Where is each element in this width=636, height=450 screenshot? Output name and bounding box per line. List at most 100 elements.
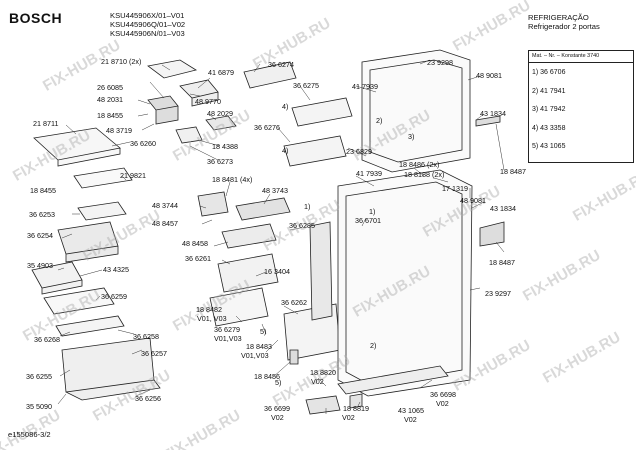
callout-number: 1)	[304, 202, 311, 211]
glass-bottom-drawing	[43, 287, 115, 315]
drawer-small-drawing	[57, 221, 119, 263]
category-subtitle: Refrigerador 2 portas	[528, 22, 600, 31]
part-label: 18 8455	[97, 111, 123, 120]
callout-number: 2)	[376, 116, 383, 125]
part-label: 41 7939	[356, 169, 382, 178]
part-label: 36 6276	[254, 123, 280, 132]
legend-row: 4) 43 3358	[532, 124, 566, 132]
part-label: 18 8483	[246, 342, 272, 351]
legend-row: 2) 41 7941	[532, 87, 566, 95]
callout-number: 3)	[408, 132, 415, 141]
part-label: 36 6275	[293, 81, 319, 90]
upper-door-handle-drawing	[475, 115, 501, 127]
shelf-3-drawing	[77, 201, 127, 221]
small-box-drawing	[175, 126, 203, 144]
egg-holder-drawing	[205, 115, 237, 131]
callout-number: 5)	[260, 327, 267, 336]
part-label: 48 3719	[106, 126, 132, 135]
part-label: 23 9297	[485, 289, 511, 298]
part-label: 18 8482	[196, 305, 222, 314]
part-label: 18 8486 (2x)	[399, 160, 440, 169]
glass-shelf-left-drawing	[33, 127, 121, 167]
bottle-shelf-drawing	[209, 287, 269, 327]
part-label: 18 8487	[489, 258, 515, 267]
clip-drawing	[289, 349, 299, 365]
brand-logo: BOSCH	[9, 10, 63, 26]
part-label: 48 3744	[152, 201, 178, 210]
upper-door-drawing	[361, 49, 471, 173]
door-rack-1-drawing	[243, 61, 297, 89]
egg-tray-drawing	[179, 79, 219, 107]
holder-4-drawing	[235, 197, 291, 221]
part-label: 36 6253	[29, 210, 55, 219]
part-label: 35 5090	[26, 402, 52, 411]
part-label: 43 4325	[103, 265, 129, 274]
crisper-frame-drawing	[55, 315, 125, 337]
part-label: 36 6701	[355, 216, 381, 225]
part-label: 43 1834	[490, 204, 516, 213]
butter-box-drawing	[147, 95, 179, 125]
lower-door-handle-drawing	[479, 221, 505, 247]
part-label: 23 9298	[427, 58, 453, 67]
part-label: 18 8455	[30, 186, 56, 195]
part-label: 36 6260	[130, 139, 156, 148]
part-label: 21 8711	[33, 119, 59, 128]
part-label: 48 2029	[207, 109, 233, 118]
door-shelf-3-drawing	[217, 253, 279, 293]
part-label: 43 1065	[398, 406, 424, 415]
crisper-drawer-drawing	[61, 337, 161, 401]
part-label: 36 6268	[34, 335, 60, 344]
part-label: 21 8710 (2x)	[101, 57, 142, 66]
part-label: 36 6285	[289, 221, 315, 230]
part-label: 18 8487	[500, 167, 526, 176]
part-label: V02	[342, 413, 355, 422]
part-label: 18 8481 (4x)	[212, 175, 253, 184]
callout-number: 5)	[275, 378, 282, 387]
part-label: 36 6261	[185, 254, 211, 263]
model-line-1: KSU445906X/01–V01	[110, 11, 185, 20]
part-label: 36 6257	[141, 349, 167, 358]
part-label: 36 6699	[264, 404, 290, 413]
callout-number: 1)	[369, 207, 376, 216]
hinge-bottom-drawing	[305, 395, 341, 415]
part-label: 36 6279	[214, 325, 240, 334]
part-label: 43 1834	[480, 109, 506, 118]
part-label: V02	[404, 415, 417, 424]
callout-number: 4)	[282, 146, 289, 155]
part-label: 41 7939	[352, 82, 378, 91]
part-label: 21 9821	[120, 171, 146, 180]
part-label: V02	[436, 399, 449, 408]
part-label: V01,V03	[214, 334, 242, 343]
part-label: 26 6085	[97, 83, 123, 92]
part-label: 36 6254	[27, 231, 53, 240]
grid-cover-drawing	[31, 261, 83, 295]
part-label: V02	[311, 377, 324, 386]
legend-row: 5) 43 1065	[532, 143, 566, 150]
door-shelf-1-drawing	[291, 97, 353, 127]
door-hinge-drawing	[309, 221, 333, 321]
part-label: V01,V03	[241, 351, 269, 360]
legend-row: 3) 41 7942	[532, 106, 566, 113]
part-label: 36 6258	[133, 332, 159, 341]
part-label: 48 8457	[152, 219, 178, 228]
bottle-holder-drawing	[197, 191, 229, 217]
model-line-3: KSU445906N/01–V03	[110, 29, 185, 38]
upper-door-inner-drawing	[369, 59, 463, 163]
part-label: 36 6262	[281, 298, 307, 307]
lower-door-inner-drawing	[345, 181, 463, 387]
part-label: 36 6259	[101, 292, 127, 301]
legend-box: Mat. – Nr. – Konstante 3740 1) 36 6706 2…	[528, 50, 634, 163]
part-label: V01, V03	[197, 314, 227, 323]
category-title: REFRIGERAÇÃO	[528, 13, 589, 22]
part-label: 48 9770	[195, 97, 221, 106]
leader-lines	[57, 59, 505, 414]
part-label: 17 1319	[442, 184, 468, 193]
legend-heading: Mat. – Nr. – Konstante 3740	[529, 51, 633, 63]
legend-row: 1) 36 6706	[532, 69, 566, 76]
part-label: V02	[271, 413, 284, 422]
part-label: 18 8188 (2x)	[404, 170, 445, 179]
drawing-id: e155086-3/2	[8, 430, 51, 439]
part-label: 36 6256	[135, 394, 161, 403]
part-label: 16 3404	[264, 267, 290, 276]
